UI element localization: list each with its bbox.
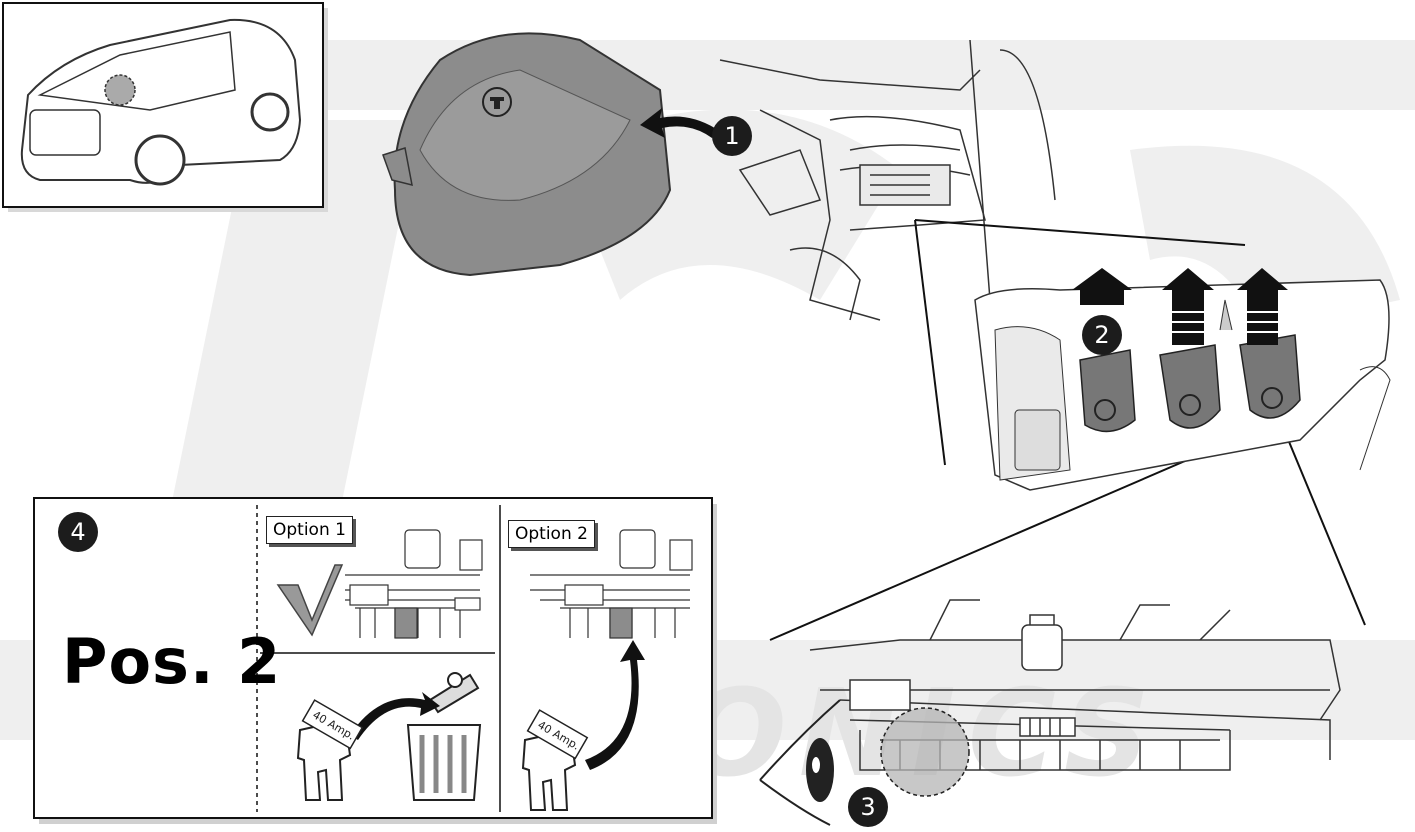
vehicle-inset <box>3 3 328 212</box>
step-3-badge: 3 <box>848 787 888 827</box>
step-4-badge: 4 <box>58 512 98 552</box>
step-2-badge: 2 <box>1082 315 1122 355</box>
step-1-badge: 1 <box>712 116 752 156</box>
position-label: Pos. 2 <box>62 625 281 698</box>
option-1-label: Option 1 <box>266 516 353 544</box>
option-2-label: Option 2 <box>508 520 595 548</box>
fuse-slot-highlight <box>881 708 969 796</box>
